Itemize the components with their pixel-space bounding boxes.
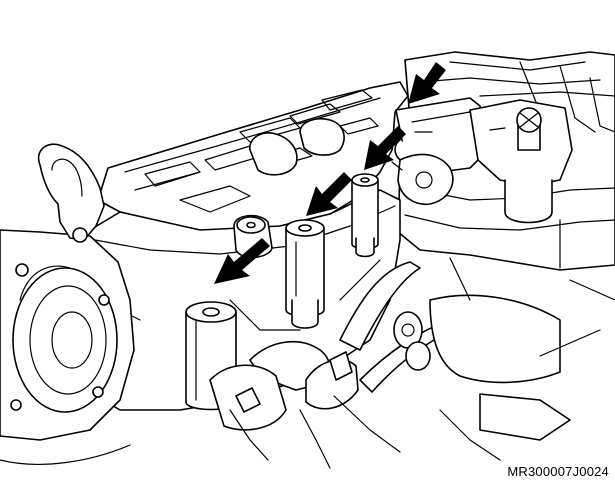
callout-arrow-2 xyxy=(306,172,352,216)
arrow-icon xyxy=(306,172,352,216)
lifting-eye xyxy=(37,143,105,243)
timing-cover xyxy=(0,229,135,465)
arrow-icon xyxy=(214,238,270,284)
arrow-icon xyxy=(408,62,446,104)
arrow-icon xyxy=(364,126,406,170)
fuel-pump xyxy=(469,99,573,224)
callout-arrow-3 xyxy=(364,126,406,170)
pipe-connector xyxy=(391,153,454,205)
injector-2 xyxy=(285,219,325,329)
figure-reference-code: MR300007J0024 xyxy=(507,464,609,479)
callout-arrow-4 xyxy=(408,62,446,104)
wiring-harness xyxy=(209,340,401,469)
callout-arrow-1 xyxy=(214,238,270,284)
lower-hoses xyxy=(339,257,615,461)
injector-3 xyxy=(351,173,379,258)
